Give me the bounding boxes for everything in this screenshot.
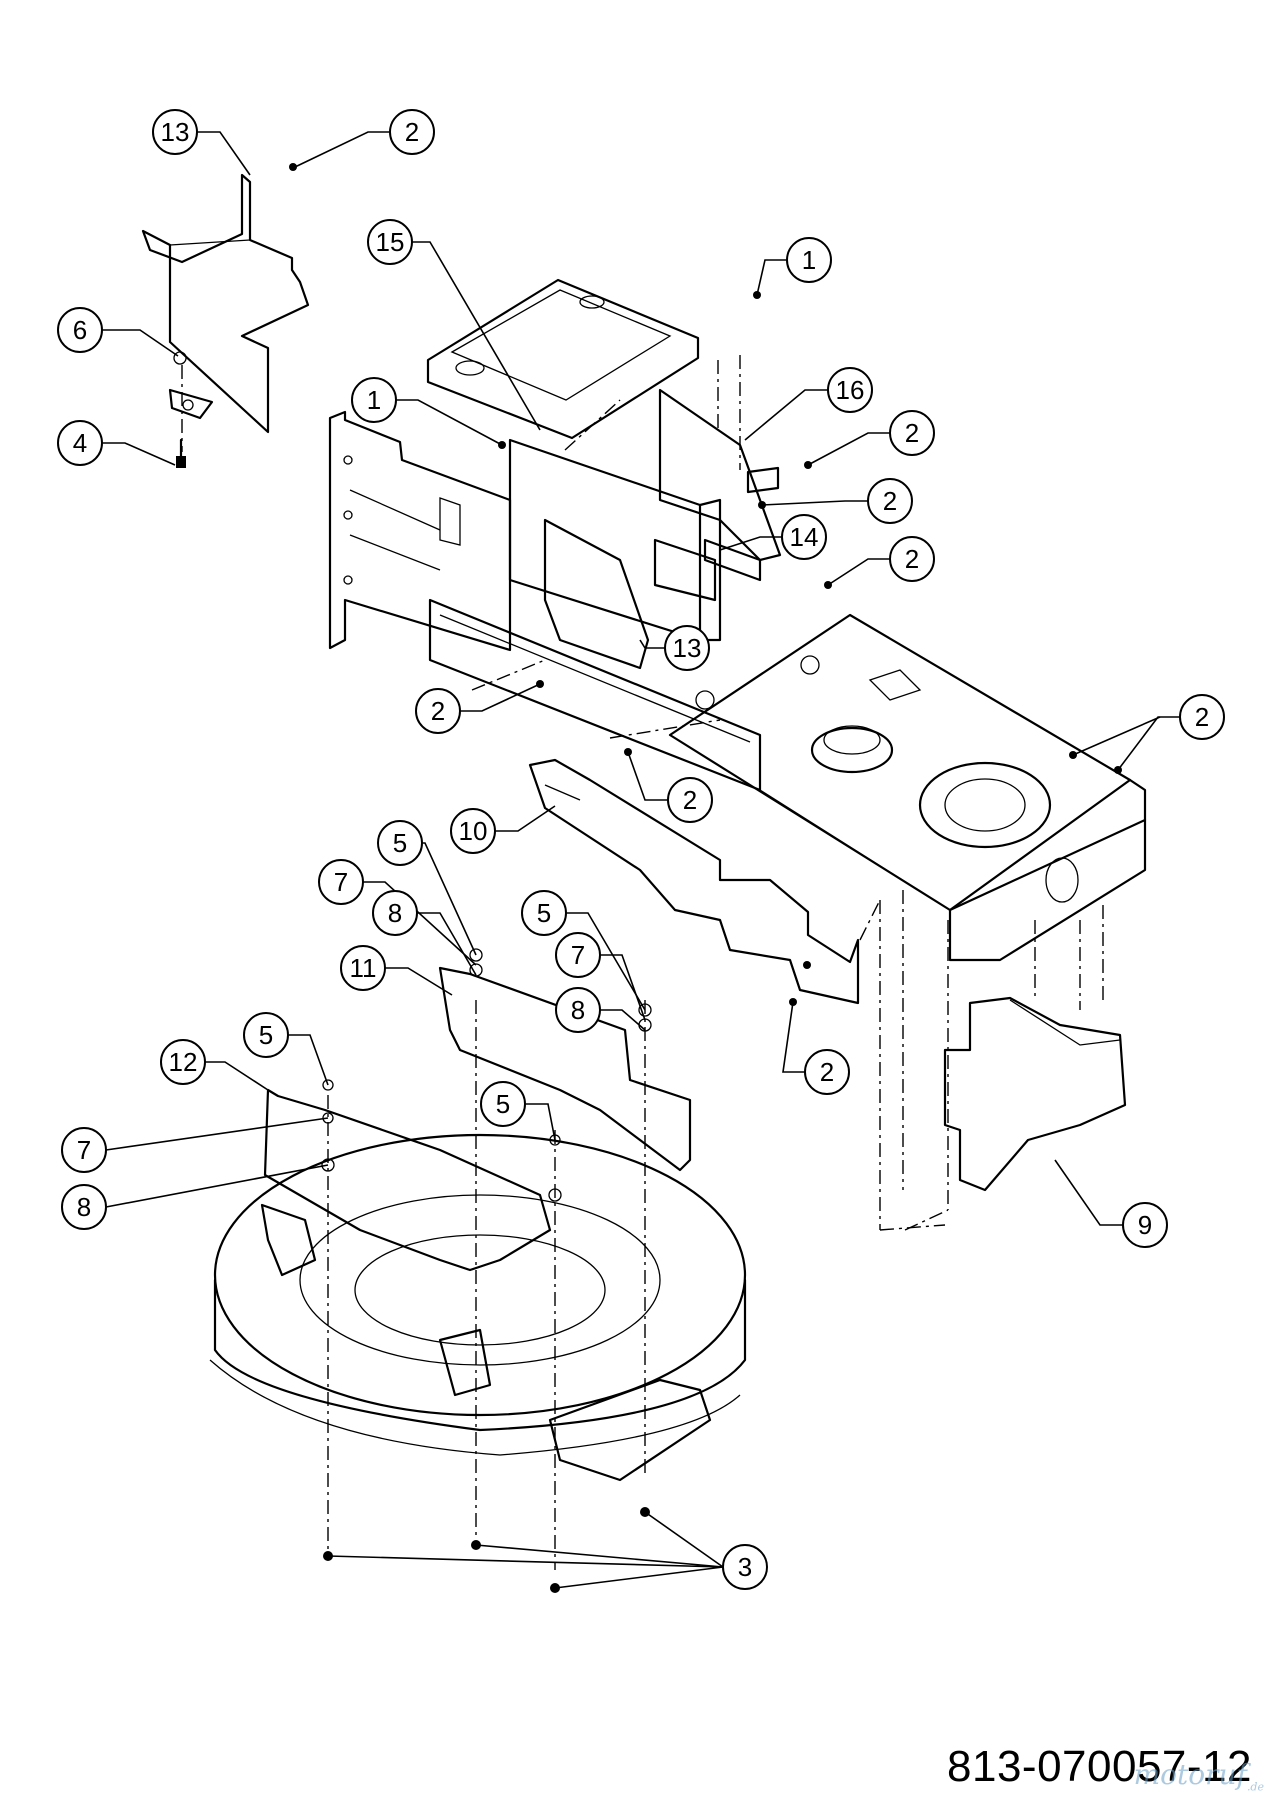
callout-1: 1 bbox=[786, 237, 832, 283]
callout-2: 2 bbox=[889, 410, 935, 456]
callout-13: 13 bbox=[664, 625, 710, 671]
part-9-shield bbox=[943, 996, 1127, 1192]
svg-text:7: 7 bbox=[77, 1135, 91, 1165]
callout-2: 2 bbox=[867, 478, 913, 524]
callout-2: 2 bbox=[889, 536, 935, 582]
callout-7: 7 bbox=[555, 932, 601, 978]
callout-5: 5 bbox=[377, 820, 423, 866]
svg-text:6: 6 bbox=[73, 315, 87, 345]
svg-text:10: 10 bbox=[459, 816, 488, 846]
callout-7: 7 bbox=[318, 859, 364, 905]
callout-5: 5 bbox=[521, 890, 567, 936]
svg-text:4: 4 bbox=[73, 428, 87, 458]
callout-9: 9 bbox=[1122, 1202, 1168, 1248]
callout-11: 11 bbox=[340, 945, 386, 991]
assembly-lines bbox=[327, 355, 1104, 1570]
callout-5: 5 bbox=[243, 1012, 289, 1058]
callout-3: 3 bbox=[722, 1544, 768, 1590]
callout-12: 12 bbox=[160, 1039, 206, 1085]
svg-text:13: 13 bbox=[673, 633, 702, 663]
svg-text:5: 5 bbox=[537, 898, 551, 928]
callout-6: 6 bbox=[57, 307, 103, 353]
svg-text:12: 12 bbox=[169, 1047, 198, 1077]
svg-text:13: 13 bbox=[161, 117, 190, 147]
callout-2: 2 bbox=[415, 688, 461, 734]
svg-text:8: 8 bbox=[388, 898, 402, 928]
svg-text:7: 7 bbox=[334, 867, 348, 897]
callout-5: 5 bbox=[480, 1081, 526, 1127]
svg-text:2: 2 bbox=[905, 544, 919, 574]
svg-text:2: 2 bbox=[1195, 702, 1209, 732]
svg-text:8: 8 bbox=[77, 1192, 91, 1222]
diagram-part-number: 813-070057-12 bbox=[947, 1742, 1252, 1791]
callout-15: 15 bbox=[367, 219, 413, 265]
callout-2: 2 bbox=[1179, 694, 1225, 740]
callout-16: 16 bbox=[827, 367, 873, 413]
part-6-nut bbox=[173, 351, 187, 452]
part-13-shield bbox=[141, 173, 310, 434]
svg-text:14: 14 bbox=[790, 522, 819, 552]
callout-8: 8 bbox=[372, 890, 418, 936]
svg-text:2: 2 bbox=[405, 117, 419, 147]
svg-text:7: 7 bbox=[571, 940, 585, 970]
watermark-logo: motoruf.de bbox=[1133, 1758, 1264, 1794]
callout-7: 7 bbox=[61, 1127, 107, 1173]
svg-text:2: 2 bbox=[883, 486, 897, 516]
part-12-deck bbox=[209, 1088, 747, 1482]
callout-2: 2 bbox=[389, 109, 435, 155]
callout-13: 13 bbox=[152, 109, 198, 155]
callout-10: 10 bbox=[450, 808, 496, 854]
callout-2: 2 bbox=[667, 777, 713, 823]
svg-text:5: 5 bbox=[393, 828, 407, 858]
svg-text:2: 2 bbox=[683, 785, 697, 815]
hardware bbox=[289, 163, 1122, 1593]
callout-2: 2 bbox=[804, 1049, 850, 1095]
callout-14: 14 bbox=[781, 514, 827, 560]
svg-text:2: 2 bbox=[820, 1057, 834, 1087]
part-11-shield bbox=[438, 966, 692, 1172]
svg-text:9: 9 bbox=[1138, 1210, 1152, 1240]
svg-text:8: 8 bbox=[571, 995, 585, 1025]
svg-text:1: 1 bbox=[802, 245, 816, 275]
main-frame bbox=[328, 278, 1147, 962]
svg-text:1: 1 bbox=[367, 385, 381, 415]
part-10-shield bbox=[528, 758, 860, 1005]
callout-8: 8 bbox=[555, 987, 601, 1033]
callout-4: 4 bbox=[57, 420, 103, 466]
part-4-bolt bbox=[176, 438, 186, 468]
callout-1: 1 bbox=[351, 377, 397, 423]
svg-text:5: 5 bbox=[496, 1089, 510, 1119]
svg-text:2: 2 bbox=[905, 418, 919, 448]
svg-text:15: 15 bbox=[376, 227, 405, 257]
svg-text:11: 11 bbox=[350, 953, 377, 983]
svg-text:3: 3 bbox=[738, 1552, 752, 1582]
leader-lines bbox=[102, 131, 1180, 1589]
svg-text:16: 16 bbox=[836, 375, 865, 405]
callout-8: 8 bbox=[61, 1184, 107, 1230]
svg-text:2: 2 bbox=[431, 696, 445, 726]
svg-text:5: 5 bbox=[259, 1020, 273, 1050]
